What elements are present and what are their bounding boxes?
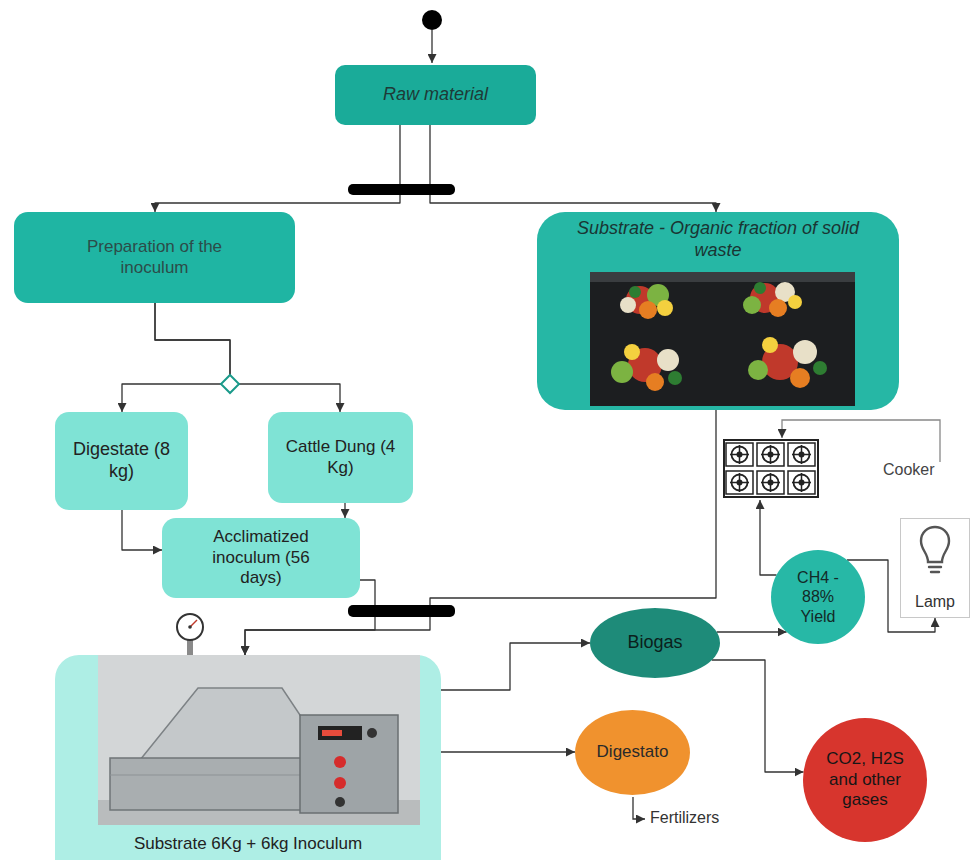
node-text: Digestate (8 kg) [72, 439, 172, 482]
flow-arrow [430, 125, 716, 212]
product-ellipse: Digestato [575, 710, 690, 795]
material-box: Acclimatized inoculum (56 days) [162, 518, 360, 598]
decision-diamond [221, 375, 239, 393]
node-text: Digestato [597, 742, 669, 762]
node-text: Preparation of the inoculum [65, 237, 245, 278]
material-box: Digestate (8 kg) [55, 412, 188, 510]
flow-arrow [122, 303, 230, 412]
material-box: Cattle Dung (4 Kg) [268, 412, 413, 503]
flow-arrow [441, 643, 590, 690]
output-label: Fertilizers [650, 808, 719, 827]
node-text: Substrate 6Kg + 6kg Inoculum [134, 834, 362, 854]
flow-arrow [441, 751, 575, 752]
product-circle: CO2, H2S and other gases [803, 718, 927, 842]
product-circle: CH4 - 88% Yield [771, 550, 865, 644]
lamp-box: Lamp [900, 518, 970, 618]
product-ellipse: Biogas [590, 608, 720, 678]
flow-arrow [122, 510, 162, 550]
node-text: Lamp [915, 592, 955, 611]
process-box: Raw material [335, 65, 536, 125]
flow-arrow [155, 125, 400, 212]
cooker-group: Cooker [722, 440, 947, 500]
node-text: Raw material [383, 84, 488, 106]
substrate-panel: Substrate - Organic fraction of solid wa… [537, 212, 899, 410]
node-text: CO2, H2S and other gases [820, 749, 910, 810]
node-text: CH4 - 88% Yield [788, 568, 848, 626]
flow-arrow [760, 500, 777, 575]
bulb-icon [921, 527, 949, 572]
process-box: Preparation of the inoculum [14, 212, 295, 303]
waste-photo [590, 272, 855, 406]
start-dot [422, 10, 442, 63]
node-text: Substrate - Organic fraction of solid wa… [558, 218, 878, 261]
stove-icon [724, 440, 818, 497]
fork-bar [348, 605, 455, 617]
reactor-panel: Substrate 6Kg + 6kg Inoculum [55, 655, 441, 860]
reactor-photo [98, 655, 420, 825]
node-text: Acclimatized inoculum (56 days) [199, 527, 324, 588]
node-text: Cooker [883, 460, 935, 479]
node-text: Cattle Dung (4 Kg) [286, 437, 396, 478]
pressure-gauge [177, 614, 203, 656]
flow-arrow [712, 660, 804, 772]
flow-arrow [344, 503, 345, 518]
flow-arrow [155, 303, 340, 412]
flow-arrow [717, 631, 787, 632]
leader-line [782, 420, 940, 462]
node-text: Biogas [627, 632, 682, 654]
leader-line [633, 797, 645, 819]
fork-bar [348, 184, 455, 195]
